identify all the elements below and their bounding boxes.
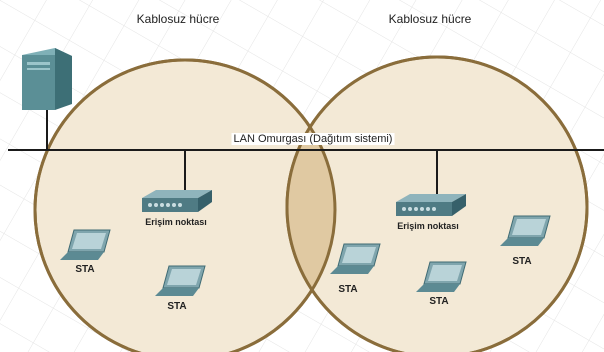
laptop-icon-3 [330, 243, 381, 274]
laptop-icon-4 [416, 261, 467, 292]
wireless-cell-right-outline [285, 55, 589, 352]
cell-title-right: Kablosuz hücre [388, 12, 472, 26]
server-icon [22, 48, 72, 110]
sta-label-3: STA [338, 284, 358, 295]
sta-label-2: STA [167, 301, 187, 312]
cell-title-left: Kablosuz hücre [136, 12, 220, 26]
access-point-icon-right [396, 194, 466, 216]
sta-label-5: STA [512, 256, 532, 267]
backbone-label: LAN Omurgası (Dağıtım sistemi) [231, 133, 395, 145]
wireless-cell-left-outline [33, 58, 337, 352]
laptop-icon-2 [155, 265, 206, 296]
ap-label-left: Erişim noktası [145, 217, 207, 227]
ap-label-right: Erişim noktası [397, 221, 459, 231]
sta-label-1: STA [75, 264, 95, 275]
laptop-icon-1 [60, 229, 111, 260]
access-point-icon-left [142, 190, 212, 212]
laptop-icon-5 [500, 215, 551, 246]
sta-label-4: STA [429, 296, 449, 307]
